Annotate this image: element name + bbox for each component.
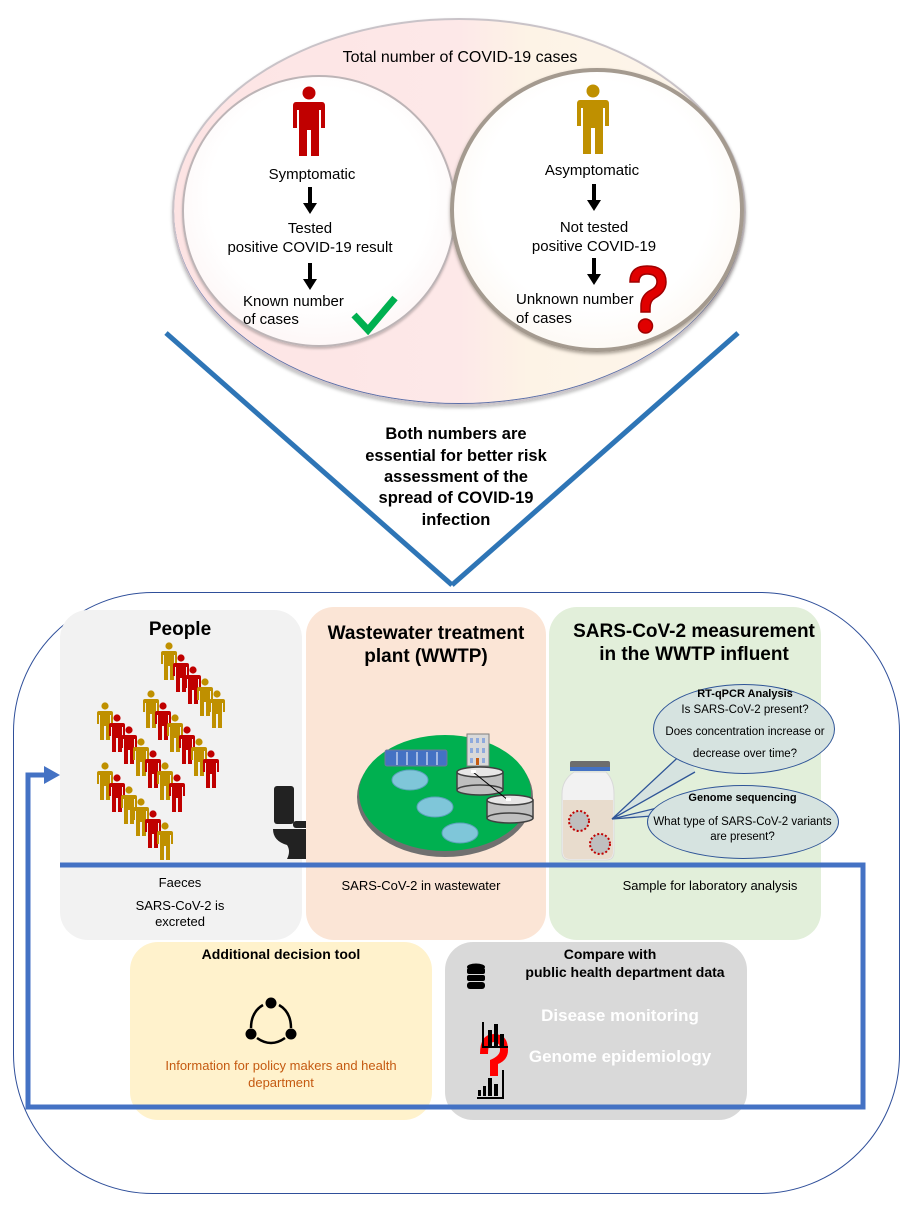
wwtp-title-line1: Wastewater treatment bbox=[327, 623, 525, 644]
database-icon bbox=[467, 963, 485, 989]
sars-caption: Sample for laboratory analysis bbox=[622, 878, 798, 893]
decision-tool-caption-1: Information for policy makers and health bbox=[165, 1058, 397, 1073]
genome-sequencing-heading: Genome sequencing bbox=[688, 792, 797, 804]
not-tested-line1: Not tested bbox=[559, 219, 629, 236]
unknown-number-line1: Unknown number bbox=[516, 291, 634, 308]
funnel-v-lines bbox=[164, 331, 740, 587]
rt-qpcr-question-3: decrease over time? bbox=[692, 748, 798, 760]
known-number-line2: of cases bbox=[243, 311, 299, 328]
arrow-down-icon bbox=[587, 258, 601, 285]
asymptomatic-person-icon bbox=[577, 84, 609, 154]
question-mark-icon bbox=[629, 265, 667, 334]
wwtp-caption: SARS-CoV-2 in wastewater bbox=[341, 878, 501, 893]
decision-tool-caption-2: department bbox=[248, 1075, 314, 1090]
rt-qpcr-question-2: Does concentration increase or bbox=[665, 726, 825, 738]
unknown-number-line2: of cases bbox=[516, 310, 572, 327]
people-crowd-icon bbox=[97, 642, 225, 860]
sars-title-line1: SARS-CoV-2 measurement bbox=[573, 621, 815, 642]
decision-tool-title: Additional decision tool bbox=[201, 946, 361, 962]
checkmark-icon bbox=[351, 295, 398, 335]
genome-epidemiology-label: Genome epidemiology bbox=[528, 1047, 712, 1066]
people-title: People bbox=[148, 619, 212, 640]
not-tested-line2: positive COVID-19 bbox=[531, 238, 657, 255]
funnel-right-line bbox=[450, 331, 740, 587]
symptomatic-circle bbox=[182, 75, 456, 347]
conclusion-line: spread of COVID-19 bbox=[378, 489, 534, 507]
conclusion-line: assessment of the bbox=[384, 468, 528, 486]
cycle-network-icon bbox=[245, 997, 297, 1045]
wwtp-title-line2: plant (WWTP) bbox=[364, 646, 488, 667]
conclusion-line: Both numbers are bbox=[385, 425, 527, 443]
genome-sequencing-question-2: are present? bbox=[710, 831, 775, 843]
disease-monitoring-label: Disease monitoring bbox=[541, 1006, 699, 1025]
people-caption-excreted-2: excreted bbox=[155, 914, 205, 929]
rt-qpcr-question-1: Is SARS-CoV-2 present? bbox=[681, 704, 809, 716]
total-cases-title: Total number of COVID-19 cases bbox=[342, 49, 578, 66]
funnel-left-line bbox=[164, 331, 454, 587]
people-caption-faeces: Faeces bbox=[158, 875, 202, 890]
wastewater-plant-icon bbox=[357, 733, 534, 857]
symptomatic-person-icon bbox=[293, 86, 325, 156]
conclusion-line: essential for better risk bbox=[365, 447, 547, 465]
rt-qpcr-bubble bbox=[653, 684, 835, 774]
surveillance-cycle-frame bbox=[13, 592, 900, 1194]
rt-qpcr-heading: RT-qPCR Analysis bbox=[697, 688, 793, 700]
known-number-line1: Known number bbox=[243, 293, 344, 310]
symptomatic-label: Symptomatic bbox=[268, 166, 356, 183]
arrow-down-icon bbox=[303, 187, 317, 214]
symptomatic-tested-line2: positive COVID-19 result bbox=[227, 239, 393, 256]
compare-title-line1: Compare with bbox=[563, 946, 657, 962]
symptomatic-tested-line1: Tested bbox=[287, 220, 333, 237]
compare-title-line2: public health department data bbox=[525, 964, 725, 980]
arrow-down-icon bbox=[587, 184, 601, 211]
person-icon bbox=[209, 690, 225, 728]
asymptomatic-label: Asymptomatic bbox=[544, 162, 640, 179]
conclusion-line: infection bbox=[421, 511, 491, 529]
sars-title-line2: in the WWTP influent bbox=[599, 644, 789, 665]
arrow-down-icon bbox=[303, 263, 317, 290]
genome-sequencing-question-1: What type of SARS-CoV-2 variants bbox=[653, 816, 832, 828]
